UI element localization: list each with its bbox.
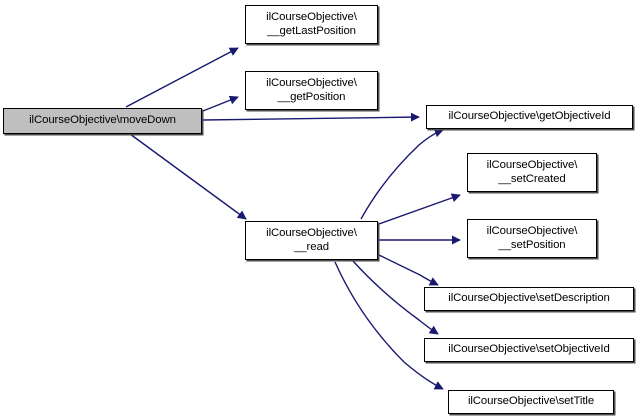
edge-read-setCreated xyxy=(378,193,461,225)
edge-read-getObjectiveId xyxy=(360,128,444,220)
edge-read-setTitle xyxy=(334,261,444,390)
node-setDescription[interactable]: ilCourseObjective\setDescription xyxy=(424,287,634,311)
node-getObjectiveId[interactable]: ilCourseObjective\getObjectiveId xyxy=(426,105,633,129)
edge-moveDown-read xyxy=(129,133,247,220)
node-read[interactable]: ilCourseObjective\ __read xyxy=(245,221,378,260)
node-getPosition[interactable]: ilCourseObjective\ __getPosition xyxy=(245,71,378,110)
edge-moveDown-getLastPosition xyxy=(125,47,239,108)
node-label: ilCourseObjective\setTitle xyxy=(467,395,595,408)
node-label: ilCourseObjective\ __read xyxy=(266,227,357,253)
node-label: ilCourseObjective\moveDown xyxy=(29,114,176,127)
node-label: ilCourseObjective\ __setCreated xyxy=(486,159,578,185)
node-label: ilCourseObjective\setObjectiveId xyxy=(448,343,610,356)
node-label: ilCourseObjective\setDescription xyxy=(448,292,610,305)
node-label: ilCourseObjective\ __getLastPosition xyxy=(266,11,357,37)
node-moveDown[interactable]: ilCourseObjective\moveDown xyxy=(3,108,202,134)
edge-read-setDescription xyxy=(378,254,439,286)
node-getLastPosition[interactable]: ilCourseObjective\ __getLastPosition xyxy=(245,5,378,44)
node-setObjectiveId[interactable]: ilCourseObjective\setObjectiveId xyxy=(424,338,634,362)
node-label: ilCourseObjective\ __setPosition xyxy=(486,225,578,251)
node-setPosition[interactable]: ilCourseObjective\ __setPosition xyxy=(467,219,597,258)
node-setCreated[interactable]: ilCourseObjective\ __setCreated xyxy=(467,153,597,192)
edge-moveDown-getObjectiveId xyxy=(202,112,420,122)
node-label: ilCourseObjective\getObjectiveId xyxy=(448,110,611,123)
edge-moveDown-getPosition xyxy=(202,95,239,112)
node-label: ilCourseObjective\ __getPosition xyxy=(266,77,357,103)
node-setTitle[interactable]: ilCourseObjective\setTitle xyxy=(448,390,614,414)
